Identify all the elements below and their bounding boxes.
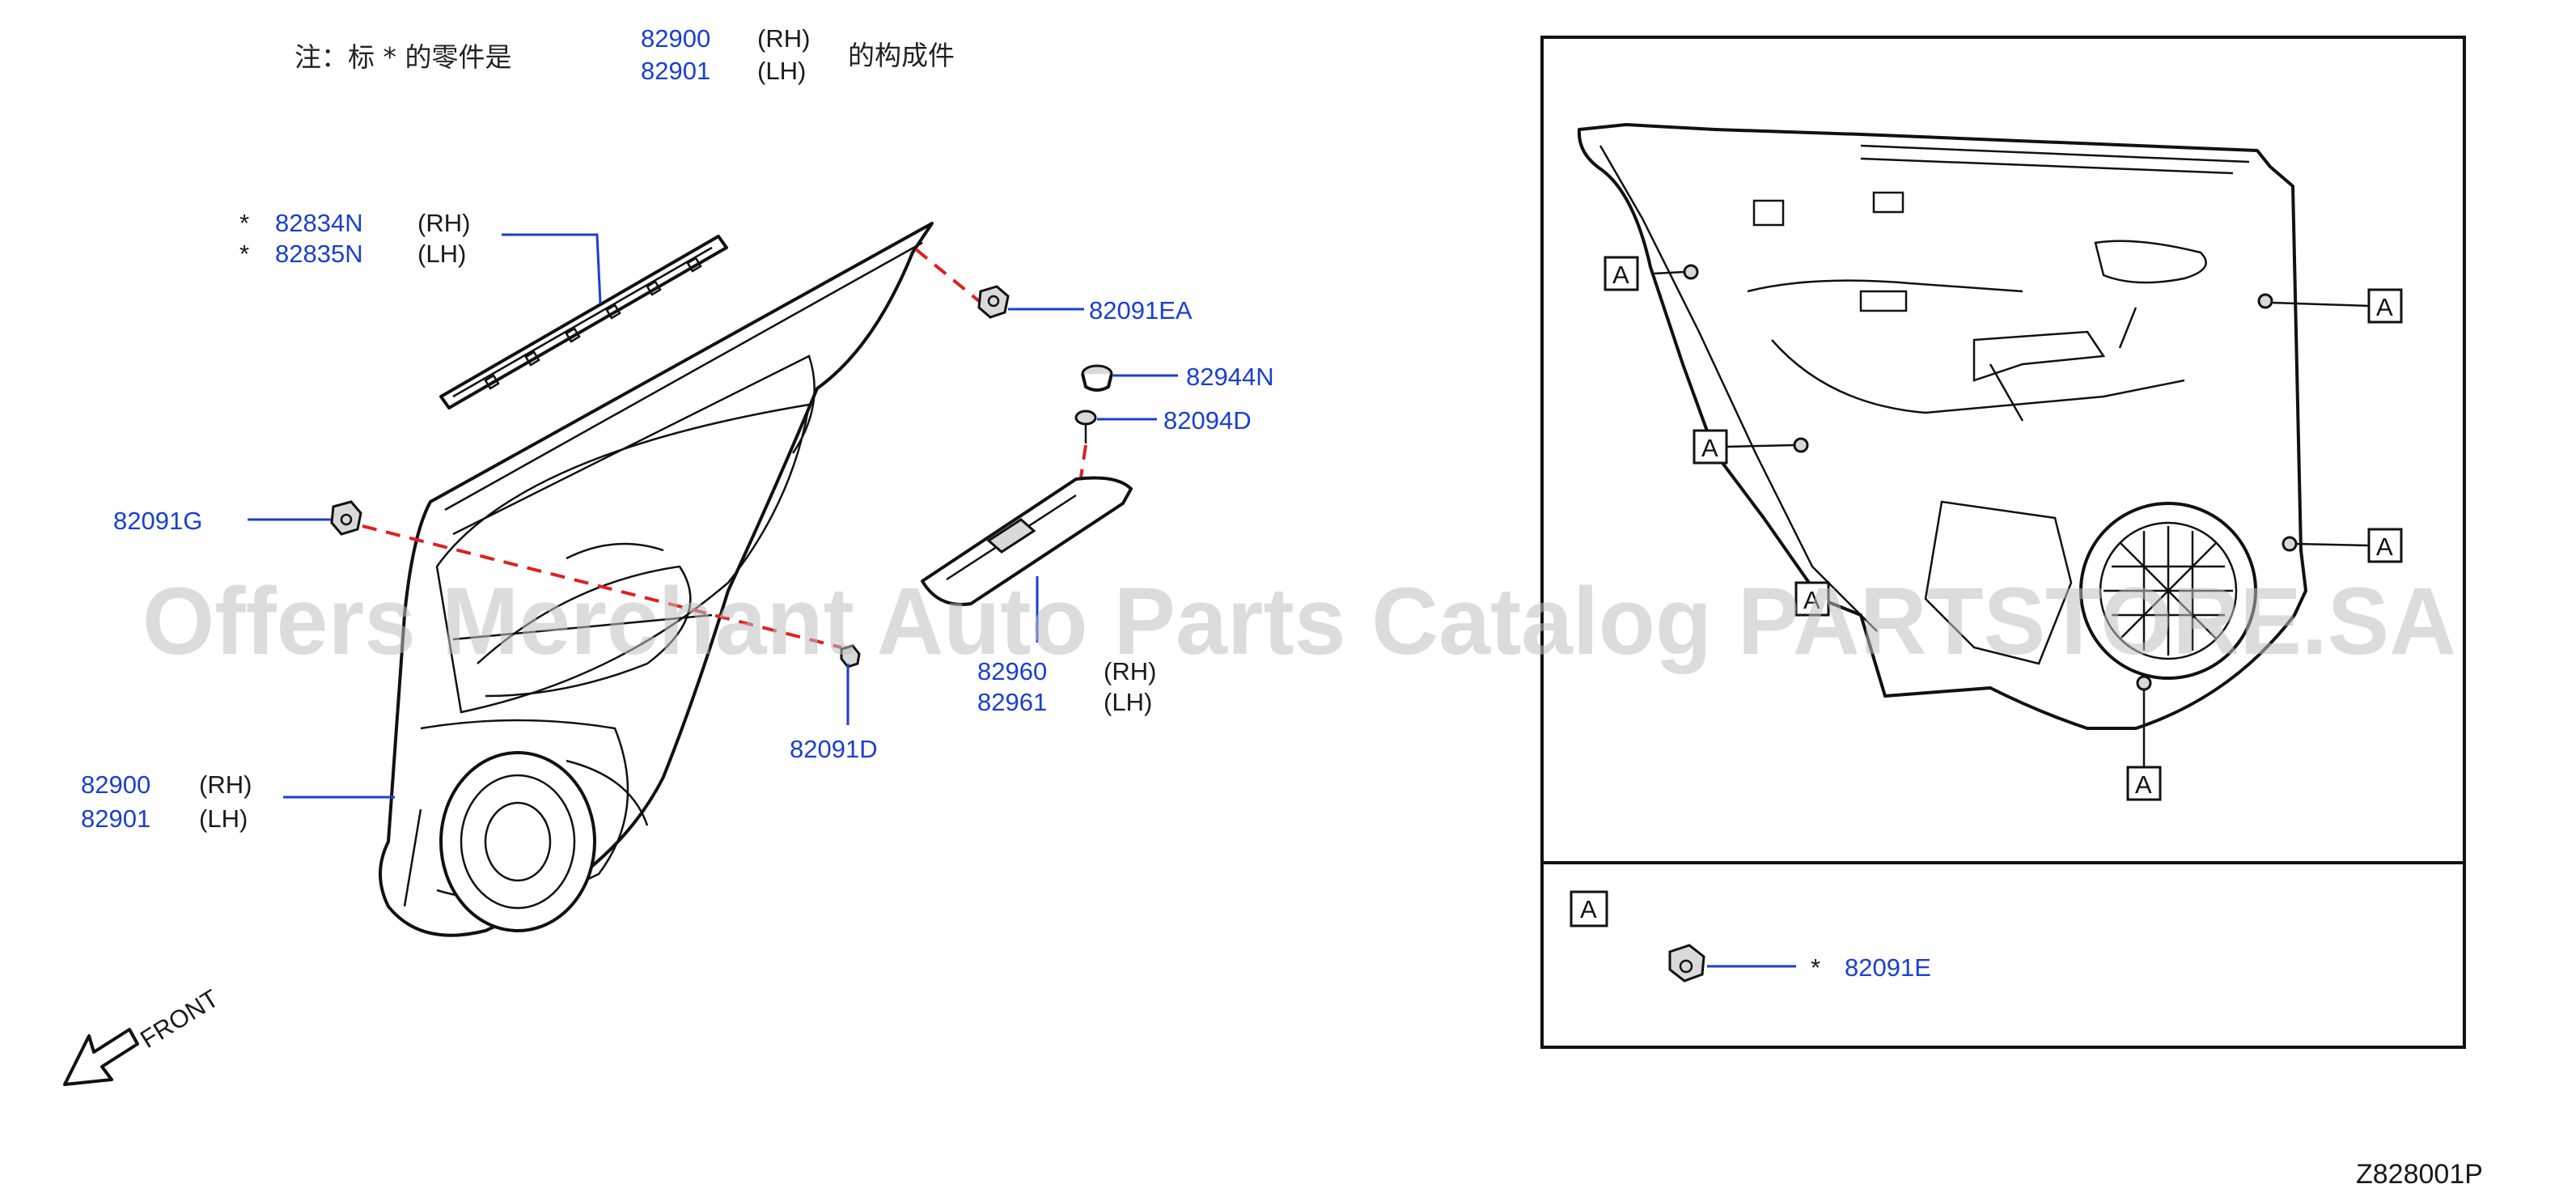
- door-trim-panel: [379, 222, 934, 937]
- legend-marker-label: A: [1580, 895, 1597, 923]
- a-marker-4: A: [2295, 528, 2403, 563]
- front-arrow-icon: [63, 1028, 139, 1086]
- a-marker-5: A: [2126, 690, 2162, 801]
- switch-rh-side: (RH): [1104, 657, 1156, 685]
- a-marker-2-label: A: [2376, 293, 2393, 321]
- a-marker-6-label: A: [1803, 586, 1820, 614]
- switch-lh-side: (LH): [1104, 688, 1152, 716]
- a-marker-1-label: A: [1612, 261, 1629, 289]
- clip-marker-4-icon: [2282, 536, 2298, 552]
- clip-marker-3-icon: [1793, 437, 1809, 453]
- clip-e-star: *: [1811, 953, 1820, 982]
- note-side-lh: (LH): [757, 57, 806, 85]
- finisher-lh-part[interactable]: 82835N: [275, 240, 363, 268]
- clip-e-part[interactable]: 82091E: [1845, 953, 1931, 982]
- finisher-rh-star: *: [239, 209, 249, 237]
- note-prefix: 注：标 * 的零件是: [294, 41, 511, 73]
- clip-g-part[interactable]: 82091G: [113, 507, 202, 535]
- front-label: FRONT: [135, 984, 223, 1054]
- a-marker-5-label: A: [2135, 770, 2152, 799]
- clip-marker-1-icon: [1683, 264, 1699, 280]
- figure-code: Z828001P: [2356, 1159, 2483, 1190]
- watermark-text: Offers Merchant Auto Parts Catalog PARTS…: [142, 568, 2456, 675]
- clip-ea-dash: [914, 248, 981, 303]
- cap-part[interactable]: 82944N: [1186, 363, 1274, 391]
- a-marker-3: A: [1693, 429, 1795, 465]
- note-suffix: 的构成件: [848, 40, 955, 71]
- note-side-rh: (RH): [757, 24, 810, 53]
- clip-g-icon: [330, 500, 362, 536]
- finisher-leader: [502, 233, 602, 304]
- note-part-lh[interactable]: 82901: [641, 57, 710, 85]
- switch-finisher: [921, 476, 1133, 606]
- clip-marker-2-icon: [2257, 293, 2273, 309]
- finisher-rh-part[interactable]: 82834N: [275, 209, 363, 237]
- a-marker-1: A: [1604, 256, 1685, 291]
- clip-g-dash: [362, 524, 842, 649]
- header-note: 注：标 * 的零件是 82900 (RH) 82901 (LH) 的构成件: [294, 24, 955, 85]
- finisher-lh-star: *: [239, 240, 249, 268]
- clip-marker-5-icon: [2136, 675, 2152, 691]
- clip-d-part[interactable]: 82091D: [790, 735, 878, 763]
- detail-frame: [1540, 36, 2466, 1049]
- clip-ea-part[interactable]: 82091EA: [1089, 296, 1193, 325]
- a-marker-4-label: A: [2376, 533, 2393, 561]
- cap-icon: [1081, 364, 1113, 392]
- a-marker-3-label: A: [1701, 434, 1718, 462]
- trim-lh-side: (LH): [199, 804, 248, 833]
- screw-icon: [1074, 410, 1097, 443]
- a-marker-2: A: [2271, 288, 2403, 324]
- switch-rh-part[interactable]: 82960: [977, 657, 1047, 685]
- clip-d-icon: [840, 644, 861, 668]
- trim-rh-side: (RH): [199, 770, 252, 799]
- switch-lh-part[interactable]: 82961: [977, 688, 1047, 716]
- detail-legend: A * 82091E: [1570, 890, 1931, 982]
- a-marker-6: A: [1794, 581, 1830, 617]
- screw-dash: [1079, 444, 1087, 478]
- note-part-rh[interactable]: 82900: [641, 24, 710, 53]
- finisher-rh-side: (RH): [417, 209, 470, 237]
- trim-lh-part[interactable]: 82901: [81, 804, 150, 833]
- finisher-lh-side: (LH): [417, 240, 466, 268]
- rear-view-panel: [1577, 123, 2307, 730]
- trim-rh-part[interactable]: 82900: [81, 770, 150, 799]
- screw-part[interactable]: 82094D: [1163, 406, 1252, 435]
- finisher-strip: [439, 235, 728, 410]
- clip-e-icon: [1668, 944, 1705, 982]
- clip-ea-icon: [977, 285, 1010, 319]
